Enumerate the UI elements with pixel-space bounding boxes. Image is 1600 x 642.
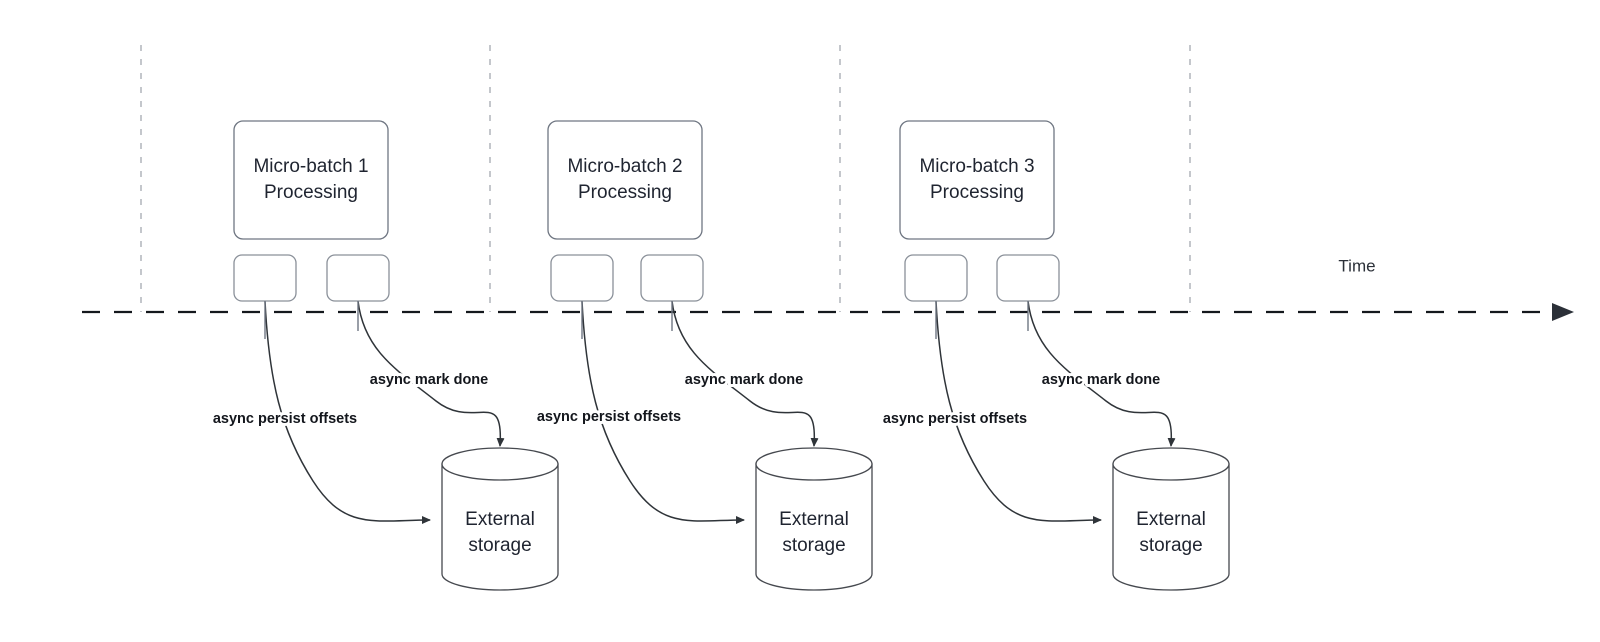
persist-offsets-edge-label-halo-1: async persist offsets [213, 411, 357, 427]
mark-done-edge-label-halo-2: async mark done [685, 372, 803, 388]
mark-done-edge-label-2: async mark done [685, 372, 803, 388]
micro-batch-box-3[interactable] [899, 120, 1055, 240]
micro-batch-label-line2-2: Processing [578, 182, 672, 203]
async-mark-done-arrow-1 [357, 300, 505, 447]
external-storage-label-line1-2: External [779, 509, 849, 530]
mark-done-edge-label-1: async mark done [370, 372, 488, 388]
async-mark-done-arrow-3 [1027, 300, 1176, 447]
micro-batch-label-line1-3: Micro-batch 3 [919, 156, 1034, 177]
mark-done-edge-label-3: async mark done [1042, 372, 1160, 388]
external-storage-body-1[interactable] [441, 463, 559, 591]
timeline-arrowhead [1552, 303, 1574, 321]
persist-offsets-edge-label-3: async persist offsets [883, 411, 1027, 427]
time-axis-label: Time [1338, 256, 1375, 275]
micro-batch-box-2[interactable] [547, 120, 703, 240]
external-storage-label-line1-1: External [465, 509, 535, 530]
micro-batch-label-line1-2: Micro-batch 2 [567, 156, 682, 177]
external-storage-label-line2-1: storage [468, 535, 531, 556]
task-box-persist-3[interactable] [904, 254, 968, 302]
async-persist-offsets-arrow-1 [264, 300, 431, 525]
external-storage-top-3 [1112, 447, 1230, 481]
task-box-persist-2[interactable] [550, 254, 614, 302]
persist-offsets-edge-label-halo-2: async persist offsets [537, 409, 681, 425]
external-storage-label-line1-3: External [1136, 509, 1206, 530]
async-mark-done-arrow-2 [671, 300, 819, 447]
external-storage-label-line2-2: storage [782, 535, 845, 556]
external-storage-top-1 [441, 447, 559, 481]
persist-offsets-edge-label-halo-3: async persist offsets [883, 411, 1027, 427]
persist-offsets-edge-label-2: async persist offsets [537, 409, 681, 425]
persist-offsets-edge-label-1: async persist offsets [213, 411, 357, 427]
micro-batch-label-line1-1: Micro-batch 1 [253, 156, 368, 177]
edge-layer [264, 300, 1176, 525]
micro-batch-box-1[interactable] [233, 120, 389, 240]
mark-done-edge-label-halo-3: async mark done [1042, 372, 1160, 388]
mark-done-edge-label-halo-1: async mark done [370, 372, 488, 388]
task-box-mark-3[interactable] [996, 254, 1060, 302]
external-storage-label-line2-3: storage [1139, 535, 1202, 556]
axis-label-layer: Time [1338, 256, 1375, 275]
micro-batch-label-line2-3: Processing [930, 182, 1024, 203]
task-box-persist-1[interactable] [233, 254, 297, 302]
task-box-mark-1[interactable] [326, 254, 390, 302]
micro-batch-label-line2-1: Processing [264, 182, 358, 203]
async-persist-offsets-arrow-3 [935, 300, 1102, 525]
async-persist-offsets-arrow-2 [581, 300, 745, 525]
task-box-mark-2[interactable] [640, 254, 704, 302]
external-storage-body-2[interactable] [755, 463, 873, 591]
external-storage-body-3[interactable] [1112, 463, 1230, 591]
external-storage-top-2 [755, 447, 873, 481]
timeline-layer [82, 303, 1574, 321]
edge-label-layer: async persist offsets async persist offse… [210, 369, 1163, 430]
tick-line-layer [140, 45, 1191, 312]
